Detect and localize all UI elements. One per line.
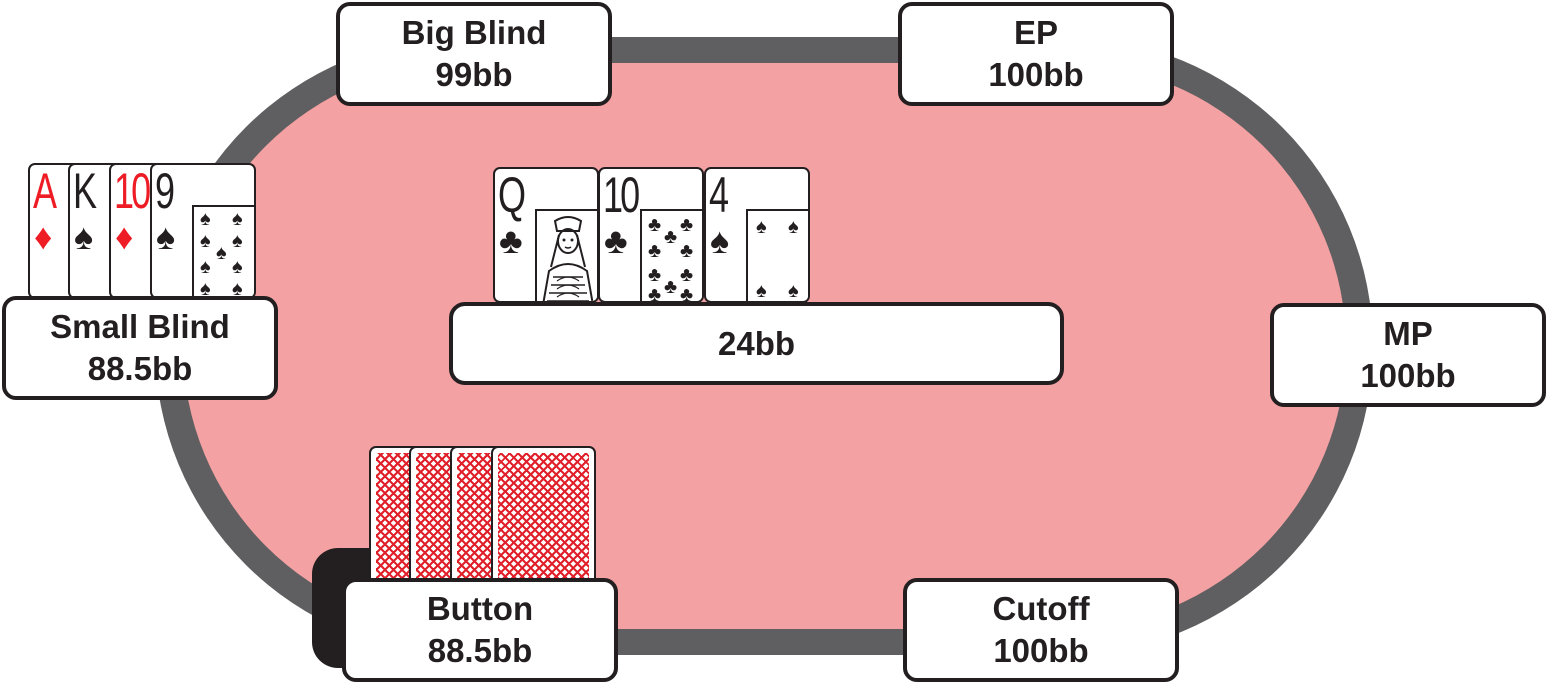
spade-icon: ♠ — [232, 278, 243, 299]
spade-icon: ♠ — [74, 216, 94, 257]
spade-icon: ♠ — [216, 242, 227, 264]
card-back-pattern — [498, 453, 589, 579]
seat-mp: MP 100bb — [1270, 303, 1546, 407]
spade-icon: ♠ — [756, 216, 767, 238]
club-icon: ♣ — [664, 276, 678, 298]
club-icon: ♣ — [680, 264, 694, 286]
seat-cutoff: Cutoff 100bb — [903, 578, 1179, 682]
board-card-ten-clubs: 10 ♣ ♣ ♣ ♣ ♣ ♣ ♣ ♣ ♣ ♣ ♣ — [598, 167, 704, 303]
seat-name: Big Blind — [401, 14, 547, 51]
spade-icon: ♠ — [200, 256, 211, 278]
seat-stack: 100bb — [993, 632, 1089, 669]
seat-name: EP — [1013, 14, 1059, 51]
seat-name: Cutoff — [992, 590, 1090, 627]
seat-name: Button — [426, 590, 534, 627]
spade-icon: ♠ — [710, 220, 730, 261]
spade-icon: ♠ — [200, 278, 211, 299]
club-icon: ♣ — [648, 214, 662, 236]
card-rank: Q — [498, 167, 526, 223]
club-icon: ♣ — [648, 240, 662, 262]
spade-icon: ♠ — [788, 216, 799, 238]
pot-display: 24bb — [449, 302, 1064, 385]
pot-amount: 24bb — [717, 324, 796, 362]
card-rank: K — [73, 163, 97, 219]
club-icon: ♣ — [604, 220, 628, 261]
seat-name: Small Blind — [50, 308, 230, 345]
spade-icon: ♠ — [788, 280, 799, 302]
seat-name: MP — [1383, 315, 1433, 352]
face-down-card — [491, 446, 596, 586]
card-rank: 10 — [114, 163, 151, 219]
card-pip-panel: ♠ ♠ ♠ ♠ ♠ ♠ ♠ ♠ ♠ — [192, 205, 254, 299]
card-pip-panel: ♠ ♠ ♠ ♠ — [746, 209, 808, 302]
card-pip-panel: ♣ ♣ ♣ ♣ ♣ ♣ ♣ ♣ ♣ ♣ — [640, 209, 702, 303]
spade-icon: ♠ — [756, 280, 767, 302]
spade-icon: ♠ — [156, 216, 176, 257]
queen-portrait-icon — [535, 209, 597, 301]
club-icon: ♣ — [648, 264, 662, 286]
hole-card-nine-spades: 9 ♠ ♠ ♠ ♠ ♠ ♠ ♠ ♠ ♠ ♠ — [150, 163, 256, 299]
club-icon: ♣ — [680, 214, 694, 236]
board-card-four-spades: 4 ♠ ♠ ♠ ♠ ♠ — [704, 167, 810, 303]
seat-button: Button 88.5bb — [342, 578, 618, 682]
card-rank: 9 — [155, 163, 175, 219]
seat-stack: 100bb — [988, 56, 1084, 93]
spade-icon: ♠ — [200, 230, 211, 252]
club-icon: ♣ — [499, 220, 523, 261]
seat-stack: 100bb — [1360, 357, 1456, 394]
club-icon: ♣ — [648, 284, 662, 303]
seat-small-blind: Small Blind 88.5bb — [2, 296, 278, 400]
spade-icon: ♠ — [232, 230, 243, 252]
club-icon: ♣ — [680, 284, 694, 303]
seat-stack: 88.5bb — [87, 350, 193, 387]
card-rank: 4 — [709, 167, 729, 223]
seat-big-blind: Big Blind 99bb — [336, 2, 612, 106]
seat-stack: 88.5bb — [427, 632, 533, 669]
diamond-icon: ♦ — [115, 216, 134, 257]
club-icon: ♣ — [680, 240, 694, 262]
board-card-queen-clubs: Q ♣ — [493, 167, 599, 303]
spade-icon: ♠ — [200, 208, 211, 230]
spade-icon: ♠ — [232, 208, 243, 230]
club-icon: ♣ — [664, 226, 678, 248]
card-rank: 10 — [603, 167, 640, 223]
diamond-icon: ♦ — [34, 216, 53, 257]
card-rank: A — [33, 163, 57, 219]
seat-ep: EP 100bb — [898, 2, 1174, 106]
spade-icon: ♠ — [232, 256, 243, 278]
seat-stack: 99bb — [435, 56, 513, 93]
